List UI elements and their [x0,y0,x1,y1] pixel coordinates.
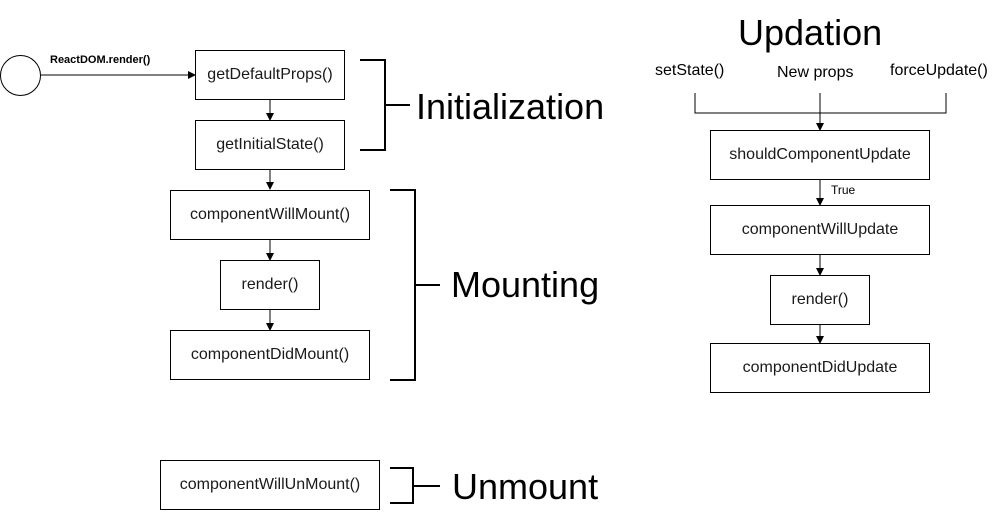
node-getinitialstate: getInitialState() [195,120,345,170]
phase-label-unmount: Unmount [452,466,599,507]
trigger-label-new-props: New props [777,64,854,81]
node-componentwillmount: componentWillMount() [170,190,370,240]
start-node [0,55,41,96]
mounting-bracket [390,189,440,381]
node-componentdidupdate: componentDidUpdate [710,343,930,393]
trigger-label-setstate: setState() [655,62,725,79]
node-getdefaultprops: getDefaultProps() [195,50,345,100]
trigger-label-forceupdate: forceUpdate() [890,62,988,79]
initialization-bracket [360,59,410,151]
phase-label-mounting: Mounting [451,264,600,305]
phase-label-initialization: Initialization [416,86,605,127]
node-render-updation: render() [770,275,870,325]
phase-label-updation: Updation [738,12,883,53]
node-componentwillupdate: componentWillUpdate [710,205,930,255]
node-shouldcomponentupdate: shouldComponentUpdate [710,130,930,180]
condition-label-true: True [831,183,856,197]
unmount-bracket [390,467,440,504]
node-componentdidmount: componentDidMount() [170,330,370,380]
node-componentwillunmount: componentWillUnMount() [160,460,380,510]
trigger-label-reactdom-render: ReactDOM.render() [50,54,151,66]
node-render-mounting: render() [220,260,320,310]
